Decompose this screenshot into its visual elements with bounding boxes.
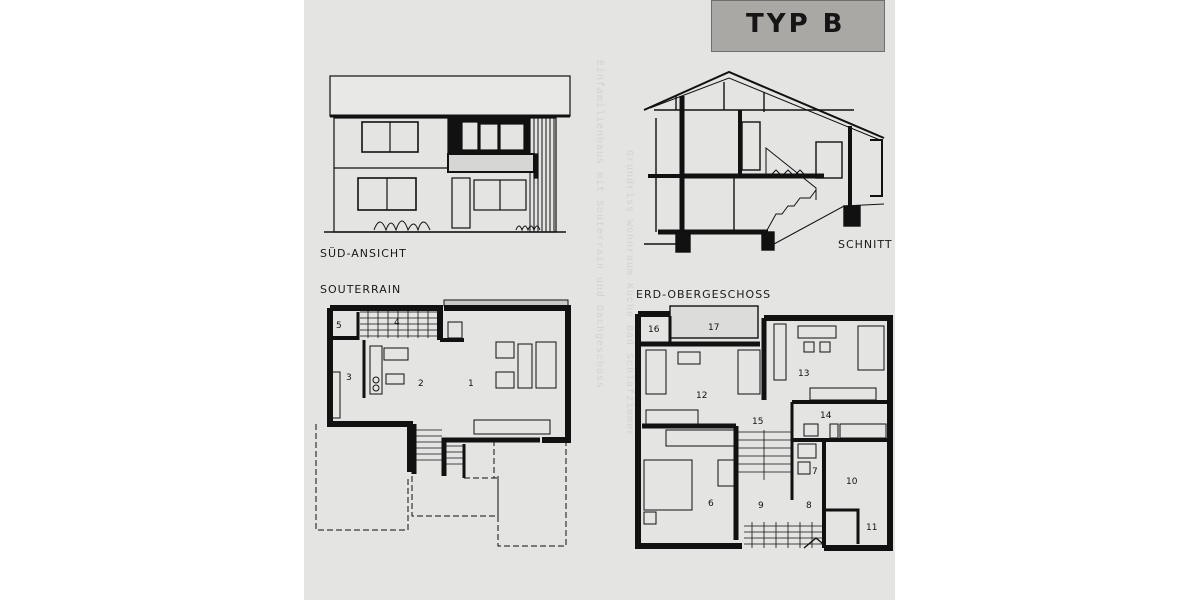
type-badge-label: TYP B xyxy=(746,9,846,39)
room-number: 12 xyxy=(696,391,707,401)
scanned-page: Einfamilienhaus mit Souterrain und Dachg… xyxy=(304,0,895,600)
basement-plan xyxy=(315,299,571,547)
room-number: 10 xyxy=(846,477,858,487)
room-number: 1 xyxy=(468,379,474,389)
upper-floor-label: ERD-OBERGESCHOSS xyxy=(636,288,772,301)
section-label: SCHNITT xyxy=(838,238,893,251)
room-number: 11 xyxy=(866,523,877,533)
type-badge: TYP B xyxy=(711,0,885,52)
room-number: 17 xyxy=(708,323,719,333)
room-number: 16 xyxy=(648,325,660,335)
room-number: 15 xyxy=(752,417,763,427)
room-number: 9 xyxy=(758,501,764,511)
room-number: 13 xyxy=(798,369,809,379)
upper-floor-room-numbers: 6 7 8 9 10 11 12 13 14 15 16 17 xyxy=(648,323,877,533)
room-number: 5 xyxy=(336,321,342,331)
architectural-drawings: 1 2 3 4 5 6 7 8 9 10 11 12 13 14 15 16 1… xyxy=(315,70,893,551)
room-number: 7 xyxy=(812,467,818,477)
room-number: 2 xyxy=(418,379,424,389)
south-elevation-drawing xyxy=(324,75,571,233)
basement-label: SOUTERRAIN xyxy=(320,283,402,296)
room-number: 4 xyxy=(394,318,400,328)
section-drawing xyxy=(643,70,885,253)
room-number: 6 xyxy=(708,499,714,509)
room-number: 14 xyxy=(820,411,832,421)
elevation-label: SÜD-ANSICHT xyxy=(320,247,407,260)
upper-floor-plan xyxy=(635,305,893,551)
room-number: 8 xyxy=(806,501,812,511)
room-number: 3 xyxy=(346,373,352,383)
basement-room-numbers: 1 2 3 4 5 xyxy=(336,318,474,389)
